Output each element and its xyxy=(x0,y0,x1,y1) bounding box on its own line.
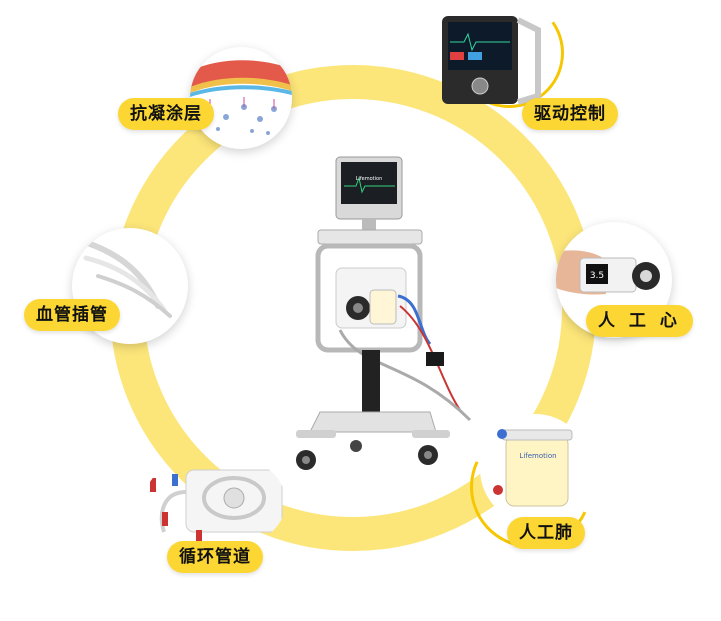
control-console-illustration xyxy=(442,16,541,105)
tubing-connectors xyxy=(150,474,202,542)
oxygenator-top-cap xyxy=(501,429,573,441)
flow-sensor xyxy=(426,352,444,366)
vessel-wall-inner xyxy=(190,77,292,93)
oxygenator-illustration: Lifemotion xyxy=(493,429,573,507)
coating-label: 抗凝涂层 xyxy=(118,98,214,130)
cannula-tube-3 xyxy=(96,274,172,318)
tubing-pump-head xyxy=(223,487,245,509)
lung-label: 人工肺 xyxy=(507,517,585,549)
console-handle xyxy=(516,17,541,105)
cart-base xyxy=(309,411,437,433)
coating-layer xyxy=(190,85,292,97)
tubing-coil xyxy=(202,476,266,520)
console-knob xyxy=(471,77,489,95)
cannula-illustration xyxy=(75,237,172,318)
console-readout-2 xyxy=(468,52,482,60)
oxygenator-brand-text: Lifemotion xyxy=(519,452,556,460)
heart-label: 人 工 心 xyxy=(586,305,693,337)
caster-mid xyxy=(350,440,362,452)
oxygenator-housing xyxy=(505,435,569,507)
port-red xyxy=(493,485,503,495)
cart-leg-left xyxy=(296,430,336,438)
pump-hub xyxy=(353,303,363,313)
monitor-brand-text: Lifemotion xyxy=(356,176,383,182)
tubing-label: 循环管道 xyxy=(167,541,263,573)
heart-pump-illustration: 3.5 xyxy=(556,250,660,295)
lung-node: Lifemotion xyxy=(480,414,590,524)
coating-illustration xyxy=(190,60,292,135)
pump-display xyxy=(586,264,608,284)
control-device xyxy=(438,12,542,108)
console-waveform xyxy=(450,32,510,52)
caster-right-hub xyxy=(424,451,432,459)
cart-tubing-blue xyxy=(397,294,432,345)
coating-node xyxy=(190,47,292,149)
port-blue xyxy=(497,429,507,439)
console-screen xyxy=(448,22,512,70)
cart-tray xyxy=(317,229,423,245)
cart-column xyxy=(362,350,380,416)
tubing-set-illustration xyxy=(150,469,283,542)
cannula-label: 血管插管 xyxy=(24,299,120,331)
pump-display-value: 3.5 xyxy=(590,271,604,281)
console-readout-1 xyxy=(450,52,464,60)
tubing-line-left xyxy=(159,490,187,533)
cart-tubing-grey xyxy=(338,329,472,422)
vessel-wall-outer xyxy=(190,60,292,89)
monitor-waveform xyxy=(344,176,395,194)
caster-left-hub xyxy=(302,456,310,464)
monitor-screen xyxy=(341,162,397,204)
tubing-node xyxy=(144,452,286,552)
pump-rotor-cap xyxy=(640,270,652,282)
oxygenator-body xyxy=(369,289,397,325)
control-label: 驱动控制 xyxy=(522,98,618,130)
cannula-tube-2 xyxy=(83,255,167,313)
cart-leg-right xyxy=(412,430,450,438)
protein-molecules xyxy=(207,104,277,135)
